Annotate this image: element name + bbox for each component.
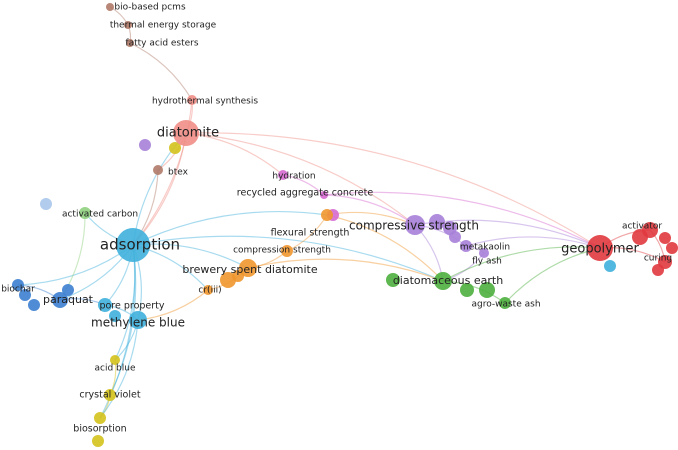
node-biosorption[interactable] — [94, 412, 106, 424]
node-biochar[interactable] — [12, 279, 24, 291]
node-fly-ash[interactable] — [479, 248, 489, 258]
edge — [326, 214, 444, 282]
node-cr-iii[interactable] — [203, 285, 213, 295]
node-label-biochar[interactable]: biochar — [1, 285, 35, 295]
node-label-hydration[interactable]: hydration — [272, 172, 315, 182]
node[interactable] — [28, 299, 40, 311]
edge — [132, 99, 193, 246]
node-label-hydrothermal-synthesis[interactable]: hydrothermal synthesis — [152, 97, 258, 107]
node-acid-blue[interactable] — [110, 355, 120, 365]
labels: bio-based pcms thermal energy storage fatt… — [1, 3, 672, 435]
node[interactable] — [19, 289, 31, 301]
node-label-pore-property[interactable]: pore property — [99, 301, 164, 312]
node-label-activator[interactable]: activator — [622, 222, 662, 232]
node[interactable] — [386, 273, 400, 287]
node[interactable] — [139, 139, 151, 151]
node[interactable] — [460, 283, 474, 297]
node-geopolymer[interactable] — [587, 235, 613, 261]
edge — [442, 246, 601, 282]
node-metakaolin[interactable] — [460, 240, 472, 252]
node-label-brewery-spent-diatomite[interactable]: brewery spent diatomite — [182, 263, 317, 276]
node-hydration[interactable] — [278, 170, 288, 180]
edge — [323, 191, 601, 249]
node-label-metakaolin[interactable]: metakaolin — [460, 243, 510, 253]
node-adsorption[interactable] — [116, 228, 150, 262]
nodes — [12, 3, 678, 447]
node[interactable] — [109, 310, 121, 322]
node-bio-based-pcms[interactable] — [106, 3, 114, 11]
node[interactable] — [604, 260, 616, 272]
node[interactable] — [449, 231, 461, 243]
edge — [185, 132, 416, 226]
edge — [247, 258, 444, 282]
node-paraquat[interactable] — [52, 292, 68, 308]
node[interactable] — [40, 198, 52, 210]
node[interactable] — [479, 282, 495, 298]
node-label-geopolymer[interactable]: geopolymer — [561, 242, 639, 257]
node-thermal-energy-storage[interactable] — [124, 21, 132, 29]
node-diatomite[interactable] — [173, 120, 199, 146]
node-label-biosorption[interactable]: biosorption — [73, 424, 126, 435]
node-brewery-spent-diatomite[interactable] — [239, 259, 257, 277]
node-label-cr-iii[interactable]: cr(iii) — [198, 286, 221, 296]
node-pore-property[interactable] — [98, 298, 112, 312]
node-flexural-strength[interactable] — [321, 209, 333, 221]
node-label-recycled-aggregate-concrete[interactable]: recycled aggregate concrete — [237, 188, 374, 199]
node-label-methylene-blue[interactable]: methylene blue — [91, 316, 185, 330]
node[interactable] — [429, 214, 445, 230]
edge — [129, 42, 193, 101]
node-label-compression-strength[interactable]: compression strength — [233, 246, 331, 256]
node-compressive-strength[interactable] — [405, 215, 425, 235]
node-methylene-blue[interactable] — [129, 311, 147, 329]
node-label-curing[interactable]: curing — [644, 254, 672, 264]
node-diatomaceous-earth[interactable] — [434, 272, 452, 290]
edge — [132, 235, 444, 282]
node-label-diatomaceous-earth[interactable]: diatomaceous earth — [393, 274, 503, 287]
node-btex[interactable] — [153, 165, 163, 175]
node-label-agro-waste-ash[interactable]: agro-waste ash — [471, 300, 540, 310]
node-agro-waste-ash[interactable] — [499, 297, 511, 309]
node-label-paraquat[interactable]: paraquat — [43, 293, 94, 306]
node[interactable] — [169, 142, 181, 154]
node-label-flexural-strength[interactable]: flexural strength — [271, 228, 350, 239]
edge — [99, 319, 139, 419]
node[interactable] — [659, 232, 671, 244]
node-label-thermal-energy-storage[interactable]: thermal energy storage — [110, 21, 217, 31]
node-label-acid-blue[interactable]: acid blue — [95, 364, 136, 374]
node-label-crystal-violet[interactable]: crystal violet — [79, 390, 140, 401]
node-label-fatty-acid-esters[interactable]: fatty acid esters — [125, 39, 198, 49]
node-recycled-aggregate-concrete[interactable] — [320, 191, 328, 199]
node-label-btex[interactable]: btex — [168, 168, 189, 178]
node-fatty-acid-esters[interactable] — [126, 39, 134, 47]
edge — [132, 211, 328, 246]
node[interactable] — [92, 435, 104, 447]
node-compression-strength[interactable] — [281, 245, 293, 257]
node-curing[interactable] — [658, 255, 672, 269]
node-label-diatomite[interactable]: diatomite — [157, 126, 219, 141]
edge — [465, 236, 601, 249]
node-label-fly-ash[interactable]: fly ash — [472, 257, 502, 267]
node-label-activated-carbon[interactable]: activated carbon — [62, 210, 138, 220]
node-activator[interactable] — [642, 222, 658, 238]
node-label-adsorption[interactable]: adsorption — [100, 236, 180, 254]
node[interactable] — [666, 242, 678, 254]
node-label-compressive-strength[interactable]: compressive strength — [349, 219, 479, 233]
node[interactable] — [62, 284, 74, 296]
edge — [185, 132, 601, 249]
node-hydrothermal-synthesis[interactable] — [187, 95, 197, 105]
node-activated-carbon[interactable] — [79, 207, 91, 219]
node-crystal-violet[interactable] — [104, 389, 116, 401]
node-label-bio-based-pcms[interactable]: bio-based pcms — [114, 3, 186, 13]
